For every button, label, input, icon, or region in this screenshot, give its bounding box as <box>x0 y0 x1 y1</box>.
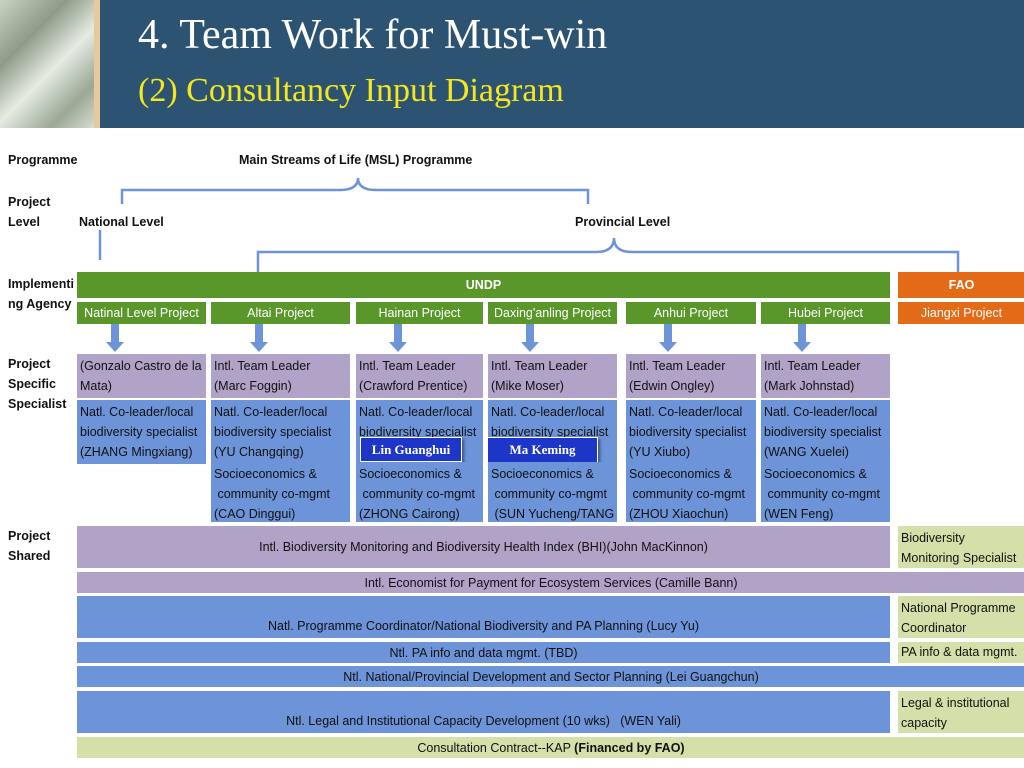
label-project-shared-2: Shared <box>8 549 51 563</box>
label-project-specific-3: Specialist <box>8 397 67 411</box>
shared-legal-capacity: Ntl. Legal and Institutional Capacity De… <box>77 691 890 733</box>
national-level-label: National Level <box>79 215 164 229</box>
shared-bhi: Intl. Biodiversity Monitoring and Biodiv… <box>77 526 890 568</box>
provincial-brace <box>256 237 960 272</box>
leader-altai: Intl. Team Leader(Marc Foggin) <box>211 354 350 398</box>
kap-contract-text: Consultation Contract--KAP <box>417 740 575 755</box>
banner-photo <box>0 0 94 128</box>
label-project-specific-2: Specific <box>8 377 56 391</box>
label-implementing-2: ng Agency <box>8 297 72 311</box>
project-altai: Altai Project <box>211 302 350 324</box>
project-daxinganling: Daxing'anling Project <box>488 302 617 324</box>
socio-anhui: Socioeconomics & community co-mgmt(ZHOU … <box>626 462 756 522</box>
kap-financed-note: (Financed by FAO) <box>574 740 685 755</box>
project-national: Natinal Level Project <box>77 302 206 324</box>
shared-sector-planning: Ntl. National/Provincial Development and… <box>77 666 1024 687</box>
banner-photo-border <box>94 0 100 128</box>
label-project-shared-1: Project <box>8 529 51 543</box>
fao-agency-bar: FAO <box>898 272 1024 298</box>
project-anhui: Anhui Project <box>626 302 756 324</box>
label-project-level-1: Project <box>8 195 51 209</box>
name-tag-ma-keming: Ma Keming <box>487 437 598 463</box>
leader-hubei: Intl. Team Leader(Mark Johnstad) <box>761 354 890 398</box>
project-jiangxi: Jiangxi Project <box>898 302 1024 324</box>
msl-brace <box>120 177 590 204</box>
leader-daxinganling: Intl. Team Leader(Mike Moser) <box>488 354 617 398</box>
name-tag-lin-guanghui: Lin Guanghui <box>360 437 462 462</box>
shared-programme-coordinator: Natl. Programme Coordinator/National Bio… <box>77 596 890 638</box>
shared-economist: Intl. Economist for Payment for Ecosyste… <box>77 572 1024 593</box>
label-implementing-1: Implementi <box>8 277 74 291</box>
undp-agency-bar: UNDP <box>77 272 890 298</box>
socio-hainan: Socioeconomics & community co-mgmt(ZHONG… <box>356 462 483 522</box>
down-arrows <box>106 324 811 352</box>
shared-pa-info: Ntl. PA info and data mgmt. (TBD) <box>77 642 890 663</box>
slide-subtitle: (2) Consultancy Input Diagram <box>138 72 564 109</box>
socio-hubei: Socioeconomics & community co-mgmt(WEN F… <box>761 462 890 522</box>
provincial-level-label: Provincial Level <box>575 215 671 229</box>
slide-title: 4. Team Work for Must-win <box>138 12 608 58</box>
label-project-level-2: Level <box>8 215 40 229</box>
socio-daxinganling: Socioeconomics & community co-mgmt (SUN … <box>488 462 617 522</box>
programme-name: Main Streams of Life (MSL) Programme <box>239 153 473 167</box>
leader-hainan: Intl. Team Leader(Crawford Prentice) <box>356 354 483 398</box>
label-project-specific-1: Project <box>8 357 51 371</box>
socio-altai: Socioeconomics & community co-mgmt(CAO D… <box>211 462 350 522</box>
shared-kap-contract: Consultation Contract--KAP (Financed by … <box>77 737 1024 758</box>
label-programme: Programme <box>8 153 78 167</box>
fao-pa-info: PA info & data mgmt. <box>898 642 1024 663</box>
title-banner <box>0 0 1024 128</box>
project-hainan: Hainan Project <box>356 302 483 324</box>
leader-anhui: Intl. Team Leader(Edwin Ongley) <box>626 354 756 398</box>
project-hubei: Hubei Project <box>761 302 890 324</box>
